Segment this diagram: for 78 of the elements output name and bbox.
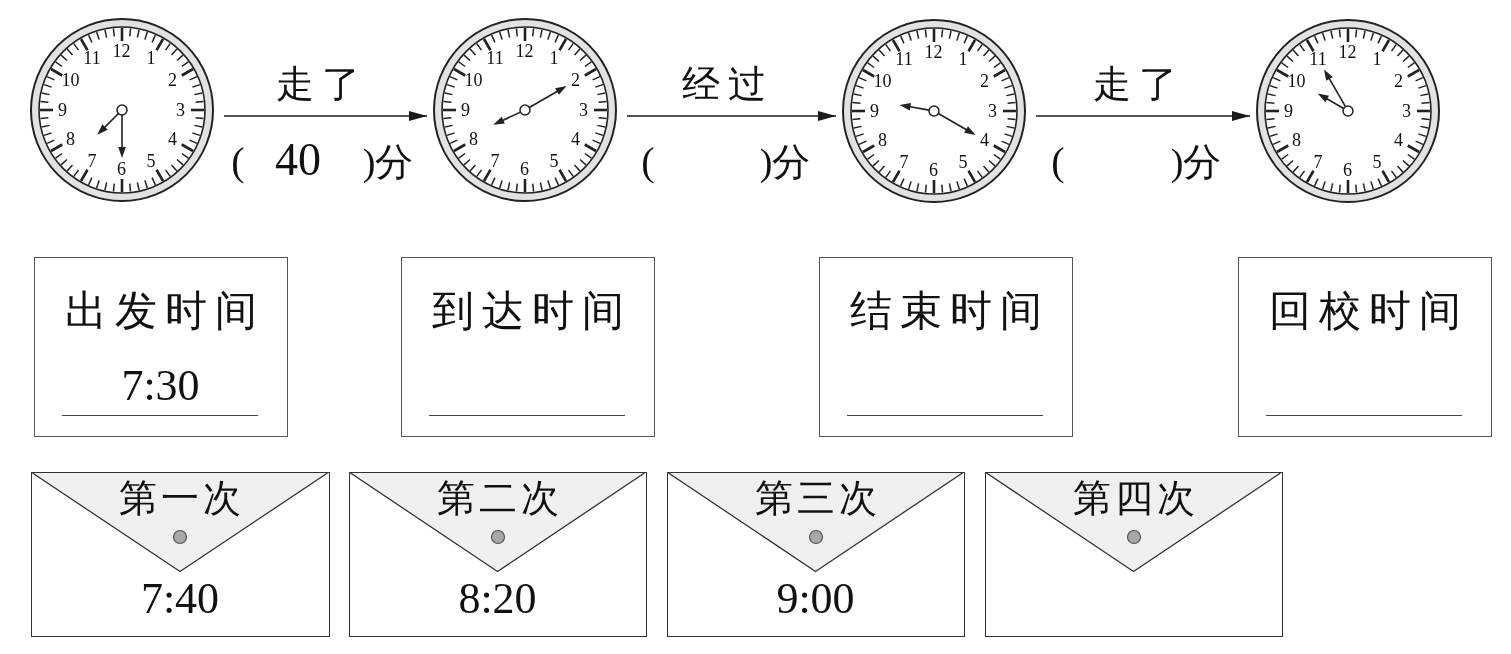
card-heading: 回校时间 — [1268, 290, 1469, 332]
envelope-heading: 第三次 — [754, 479, 881, 517]
arrow — [1035, 111, 1251, 121]
clock-numeral: 1 — [1372, 50, 1382, 69]
clock-numeral: 7 — [87, 151, 97, 170]
clock-numeral: 6 — [1343, 160, 1352, 179]
answer-text: 40 — [275, 137, 321, 183]
envelope — [31, 472, 330, 637]
clock-numeral: 3 — [579, 100, 588, 119]
envelope — [985, 472, 1283, 637]
time-value: 7:40 — [140, 577, 220, 621]
clock-numeral: 7 — [899, 152, 909, 171]
clock-numeral: 5 — [1372, 152, 1382, 171]
clock-numeral: 7 — [490, 151, 500, 170]
clock-numeral: 12 — [515, 41, 534, 60]
clock-numeral: 4 — [571, 130, 581, 148]
clock-numeral: 7 — [1313, 152, 1323, 171]
clock-numeral: 12 — [924, 42, 943, 61]
unit-label: )分 — [1170, 143, 1222, 181]
card-heading: 结束时间 — [849, 290, 1050, 332]
clock-numeral: 1 — [958, 50, 968, 69]
clock-numeral: 4 — [1394, 131, 1404, 149]
clock-numeral: 6 — [117, 159, 126, 178]
envelope-heading: 第二次 — [436, 479, 563, 517]
clock-numeral: 2 — [1394, 72, 1404, 90]
unit-label: )分 — [759, 143, 811, 181]
clock-numeral: 10 — [1287, 72, 1306, 90]
clock-numeral: 1 — [146, 49, 156, 68]
clock-numeral: 10 — [464, 71, 483, 89]
time-value: 9:00 — [776, 577, 855, 621]
clock-numeral: 11 — [895, 50, 913, 69]
clock-numeral: 12 — [1338, 42, 1357, 61]
clock-numeral: 11 — [1309, 50, 1327, 69]
clock-numeral: 3 — [176, 100, 185, 119]
clock-numeral: 2 — [980, 72, 990, 90]
clock-numeral: 3 — [1402, 101, 1411, 120]
open-bracket: ( — [231, 142, 245, 182]
clock-numeral: 4 — [168, 130, 178, 148]
clock-numeral: 3 — [988, 101, 997, 120]
clock-numeral: 11 — [83, 49, 101, 68]
clock-numeral: 9 — [58, 100, 67, 119]
envelope-heading: 第一次 — [119, 479, 245, 517]
clock-numeral: 12 — [112, 41, 131, 60]
clock-numeral: 4 — [980, 131, 990, 149]
clock-numeral: 8 — [877, 131, 887, 149]
clock-numeral: 9 — [1284, 101, 1293, 120]
time-card — [34, 257, 288, 437]
arrow — [223, 111, 428, 121]
clock-numeral: 8 — [65, 130, 75, 148]
unit-label: )分 — [362, 143, 414, 181]
clock-numeral: 6 — [929, 160, 938, 179]
time-card — [819, 257, 1073, 437]
clock-numeral: 2 — [168, 71, 178, 89]
clock-numeral: 11 — [486, 49, 504, 68]
time-value: 7:30 — [121, 364, 200, 408]
clock-numeral: 1 — [549, 49, 559, 68]
arrow — [626, 111, 837, 121]
envelope — [667, 472, 965, 637]
card-heading: 出发时间 — [64, 290, 265, 332]
time-card — [1238, 257, 1492, 437]
clock-numeral: 9 — [870, 101, 879, 120]
open-bracket: ( — [1051, 142, 1065, 182]
envelope-heading: 第四次 — [1072, 479, 1199, 517]
open-bracket: ( — [641, 142, 655, 182]
card-heading: 到达时间 — [431, 290, 632, 332]
clock-numeral: 8 — [468, 130, 478, 148]
clock-numeral: 2 — [571, 71, 581, 89]
clock-numeral: 10 — [873, 72, 892, 90]
time-value: 8:20 — [458, 577, 537, 621]
clock-numeral: 10 — [61, 71, 80, 89]
clock-numeral: 6 — [520, 159, 529, 178]
clock-numeral: 5 — [549, 151, 559, 170]
clock-numeral: 8 — [1291, 131, 1301, 149]
time-card — [401, 257, 655, 437]
clock-numeral: 5 — [958, 152, 968, 171]
clock-numeral: 9 — [461, 100, 470, 119]
clock-numeral: 5 — [146, 151, 156, 170]
envelope — [349, 472, 647, 637]
